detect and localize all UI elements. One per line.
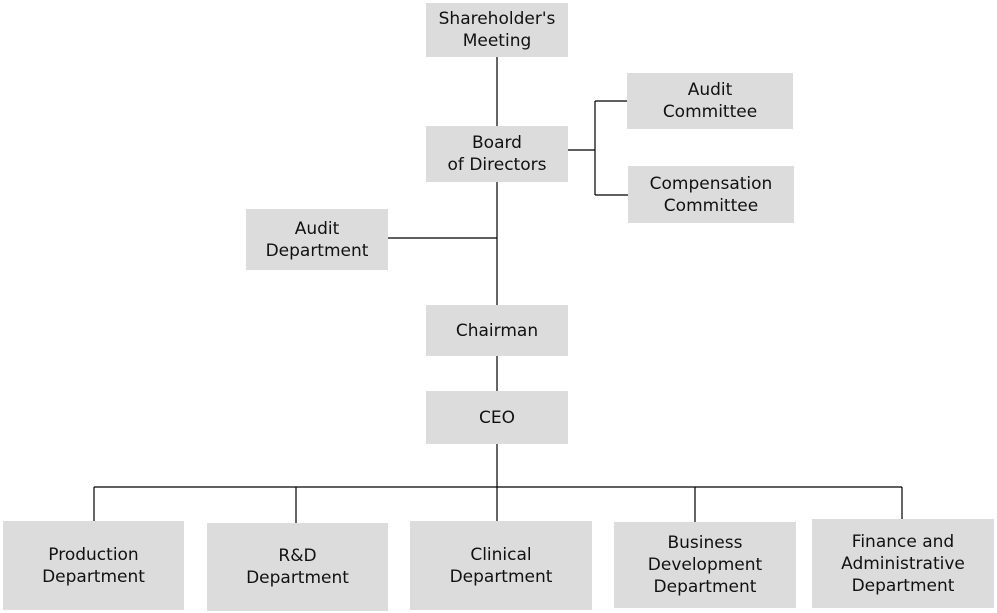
- node-business-development-department: Business Development Department: [614, 522, 796, 608]
- node-audit-committee: Audit Committee: [627, 73, 793, 129]
- node-compensation-committee: Compensation Committee: [628, 166, 794, 223]
- node-production-department: Production Department: [3, 521, 184, 610]
- node-clinical-department: Clinical Department: [410, 521, 592, 610]
- node-ceo: CEO: [426, 391, 568, 444]
- node-rd-department: R&D Department: [207, 523, 388, 611]
- node-chairman: Chairman: [426, 305, 568, 356]
- node-shareholders-meeting: Shareholder's Meeting: [426, 3, 568, 57]
- node-board-of-directors: Board of Directors: [426, 126, 568, 182]
- node-audit-department: Audit Department: [246, 209, 388, 270]
- node-finance-admin-department: Finance and Administrative Department: [812, 519, 994, 608]
